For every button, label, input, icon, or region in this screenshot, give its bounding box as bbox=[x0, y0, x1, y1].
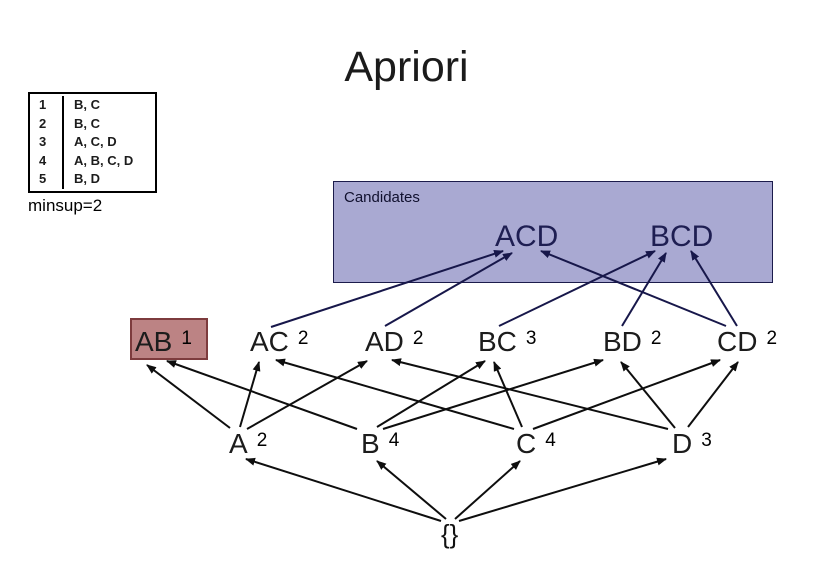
transaction-id: 5 bbox=[39, 171, 47, 187]
edge-BD-BCD bbox=[621, 252, 667, 327]
edge-C-BC bbox=[493, 361, 523, 428]
edge-A-AB bbox=[146, 364, 231, 429]
transaction-id: 3 bbox=[39, 134, 47, 150]
candidates-label: Candidates bbox=[344, 189, 420, 206]
edge-D-AD bbox=[391, 358, 669, 430]
edge-D-CD bbox=[687, 361, 739, 428]
edge-empty-A bbox=[245, 457, 442, 522]
edge-B-BD bbox=[382, 358, 604, 430]
edge-empty-C bbox=[454, 460, 521, 520]
minsup-label: minsup=2 bbox=[28, 196, 103, 215]
edge-empty-B bbox=[376, 460, 447, 520]
transaction-items: B, D bbox=[62, 170, 155, 189]
edge-A-AC bbox=[239, 361, 261, 428]
edge-empty-D bbox=[458, 457, 667, 522]
edge-A-AD bbox=[246, 360, 368, 430]
edge-CD-ACD bbox=[540, 250, 727, 327]
edge-CD-BCD bbox=[690, 250, 738, 327]
transaction-id: 1 bbox=[39, 97, 47, 112]
transaction-id: 2 bbox=[39, 115, 47, 131]
edge-AC-ACD bbox=[270, 250, 504, 328]
slide-title: Apriori bbox=[344, 43, 469, 91]
transaction-id: 4 bbox=[39, 152, 47, 168]
edge-B-BC bbox=[376, 360, 486, 428]
transaction-items: B, C bbox=[62, 114, 155, 134]
transaction-items: B, C bbox=[62, 96, 155, 115]
edge-D-BD bbox=[620, 361, 676, 429]
transactions-table: 1 B, C 2 B, C 3 A, C, D 4 A, B, C, D 5 B, D bbox=[28, 92, 157, 193]
transaction-items: A, C, D bbox=[62, 133, 155, 152]
edge-BC-BCD bbox=[498, 250, 656, 327]
edge-C-CD bbox=[532, 359, 721, 430]
transaction-items: A, B, C, D bbox=[62, 151, 155, 171]
edge-AD-ACD bbox=[384, 252, 513, 327]
pruned-itemset-box bbox=[130, 318, 208, 360]
edge-B-AB bbox=[166, 360, 358, 430]
edge-C-AC bbox=[275, 358, 515, 430]
